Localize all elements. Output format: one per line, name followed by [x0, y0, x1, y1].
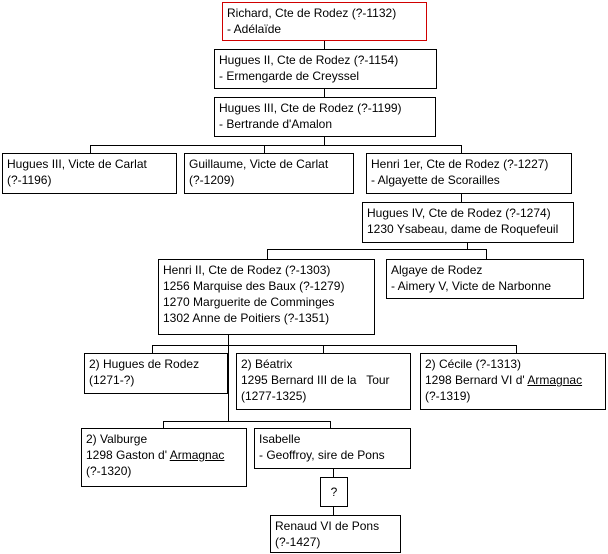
person-valburge: 2) Valburge 1298 Gaston d' Armagnac (?-1…: [81, 428, 247, 487]
person-richard: Richard, Cte de Rodez (?-1132) - Adélaïd…: [222, 2, 427, 41]
person-hugues2: Hugues II, Cte de Rodez (?-1154) - Ermen…: [214, 49, 437, 89]
person-richard-line2: - Adélaïde: [227, 22, 282, 36]
person-hugues3-line2: - Bertrande d'Amalon: [219, 117, 333, 131]
person-cecile-line2: 1298 Bernard VI d' Armagnac: [425, 372, 601, 388]
person-unknown: ?: [320, 477, 348, 507]
person-beatrix-line3: (1277-1325): [241, 389, 307, 403]
person-valburge-line1: 2) Valburge: [86, 432, 148, 446]
person-hugues-rodez-line1: 2) Hugues de Rodez: [89, 357, 200, 371]
person-isabelle-line2: - Geoffroy, sire de Pons: [259, 448, 385, 462]
person-hugues2-line2: - Ermengarde de Creyssel: [219, 69, 360, 83]
person-hugues3-line1: Hugues III, Cte de Rodez (?-1199): [219, 101, 402, 115]
person-hugues3-carlat: Hugues III, Victe de Carlat (?-1196): [2, 153, 177, 194]
person-guillaume: Guillaume, Victe de Carlat (?-1209): [184, 153, 354, 194]
person-henri2-line2: 1256 Marquise des Baux (?-1279): [163, 279, 345, 293]
person-hugues-rodez-line2: (1271-?): [89, 373, 135, 387]
person-cecile: 2) Cécile (?-1313) 1298 Bernard VI d' Ar…: [420, 353, 606, 410]
person-henri1-line2: - Algayette de Scorailles: [371, 173, 500, 187]
person-beatrix-line1: 2) Béatrix: [241, 357, 293, 371]
person-cecile-line2-text: 1298 Bernard VI d' Armagnac: [425, 373, 583, 387]
person-isabelle-line1: Isabelle: [259, 432, 301, 446]
person-henri2-line1: Henri II, Cte de Rodez (?-1303): [163, 263, 331, 277]
person-henri1: Henri 1er, Cte de Rodez (?-1227) - Algay…: [366, 153, 572, 194]
person-henri2: Henri II, Cte de Rodez (?-1303) 1256 Mar…: [158, 259, 375, 335]
person-valburge-line2: 1298 Gaston d' Armagnac: [86, 447, 242, 463]
person-algaye-line2: - Aimery V, Victe de Narbonne: [391, 279, 552, 293]
person-henri1-line1: Henri 1er, Cte de Rodez (?-1227): [371, 157, 549, 171]
person-hugues3: Hugues III, Cte de Rodez (?-1199) - Bert…: [214, 97, 436, 137]
person-richard-line1: Richard, Cte de Rodez (?-1132): [227, 6, 397, 20]
person-renaud: Renaud VI de Pons (?-1427): [270, 515, 401, 553]
person-valburge-line3: (?-1320): [86, 464, 132, 478]
person-henri2-line4: 1302 Anne de Poitiers (?-1351): [163, 311, 330, 325]
person-cecile-line1: 2) Cécile (?-1313): [425, 357, 522, 371]
person-beatrix-line2: 1295 Bernard III de la Tour: [241, 373, 390, 387]
person-algaye-line1: Algaye de Rodez: [391, 263, 483, 277]
person-hugues2-line1: Hugues II, Cte de Rodez (?-1154): [219, 53, 399, 67]
person-hugues4: Hugues IV, Cte de Rodez (?-1274) 1230 Ys…: [362, 202, 574, 243]
person-guillaume-line1: Guillaume, Victe de Carlat: [189, 157, 329, 171]
person-hugues4-line2: 1230 Ysabeau, dame de Roquefeuil: [367, 222, 559, 236]
person-renaud-line2: (?-1427): [275, 535, 321, 549]
person-beatrix: 2) Béatrix 1295 Bernard III de la Tour (…: [236, 353, 411, 410]
person-hugues4-line1: Hugues IV, Cte de Rodez (?-1274): [367, 206, 551, 220]
person-hugues3-carlat-line2: (?-1196): [7, 173, 52, 187]
person-hugues3-carlat-line1: Hugues III, Victe de Carlat: [7, 157, 147, 171]
person-hugues-rodez: 2) Hugues de Rodez (1271-?): [84, 353, 228, 394]
person-valburge-line2-text: 1298 Gaston d' Armagnac: [86, 448, 225, 462]
person-isabelle: Isabelle - Geoffroy, sire de Pons: [254, 428, 411, 469]
person-unknown-label: ?: [330, 485, 338, 499]
person-algaye: Algaye de Rodez - Aimery V, Victe de Nar…: [386, 259, 584, 299]
person-cecile-line3: (?-1319): [425, 389, 471, 403]
person-renaud-line1: Renaud VI de Pons: [275, 519, 380, 533]
person-guillaume-line2: (?-1209): [189, 173, 235, 187]
person-henri2-line3: 1270 Marguerite de Comminges: [163, 295, 335, 309]
